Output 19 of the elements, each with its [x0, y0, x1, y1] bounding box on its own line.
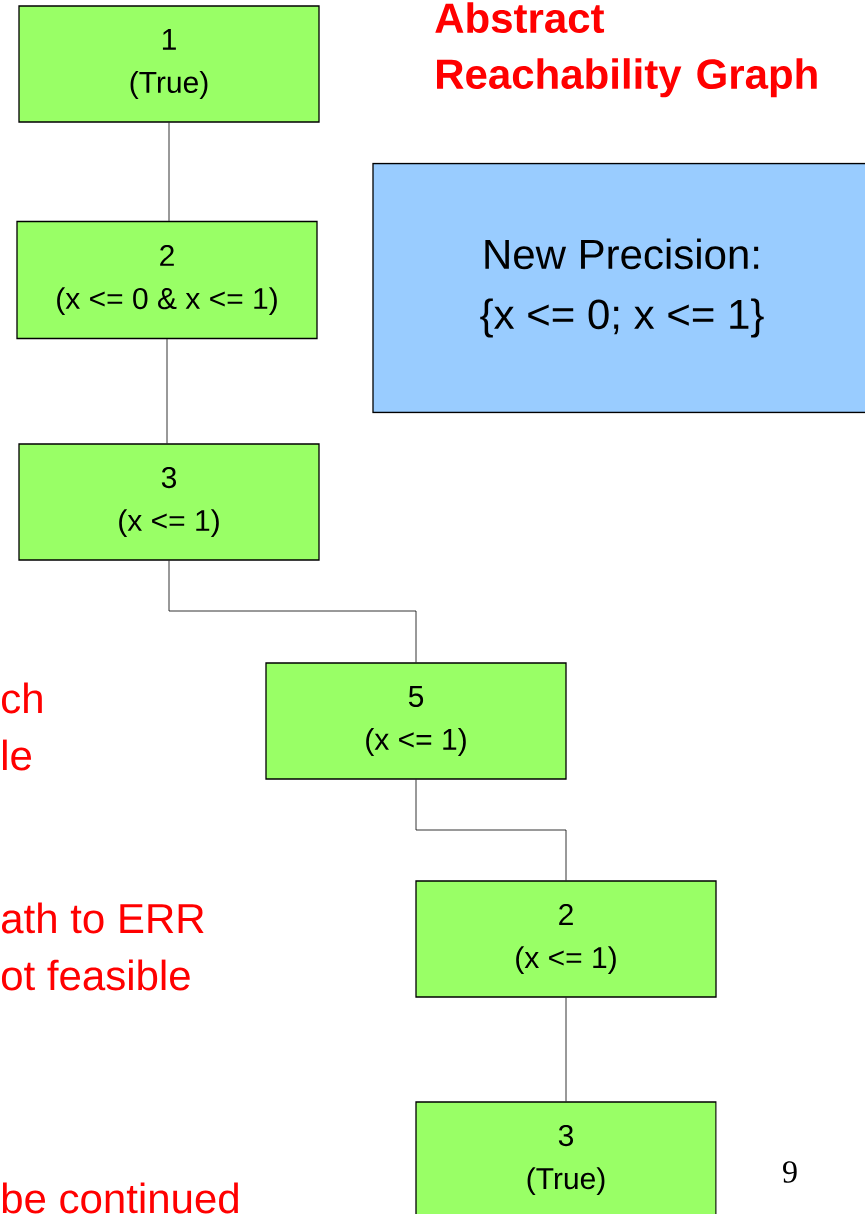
state-box: 3 (x <= 1) — [18, 443, 320, 561]
connector-line — [565, 997, 567, 1102]
connector-line — [166, 338, 168, 444]
connector-line — [168, 560, 417, 663]
state-box: 2 (x <= 0 & x <= 1) — [16, 220, 318, 340]
state-box: 1 (True) — [18, 5, 320, 123]
note-text: be continued — [2, 1182, 238, 1214]
note-text: ch — [2, 682, 42, 714]
state-box: 2 (x <= 1) — [415, 880, 717, 998]
note-text: ath to ERR — [2, 902, 204, 934]
connector-line — [168, 122, 170, 222]
note-text: ot feasible — [1, 959, 190, 991]
state-box: 5 (x <= 1) — [265, 662, 567, 780]
connector-line — [415, 779, 567, 881]
title: Abstract Reachability Graph — [435, 2, 817, 98]
precision-box: New Precision: {x <= 0; x <= 1} — [372, 162, 865, 414]
note-text: le — [3, 739, 31, 771]
page-number: 9 — [783, 1161, 797, 1183]
state-box: 3 (True) — [415, 1101, 717, 1214]
